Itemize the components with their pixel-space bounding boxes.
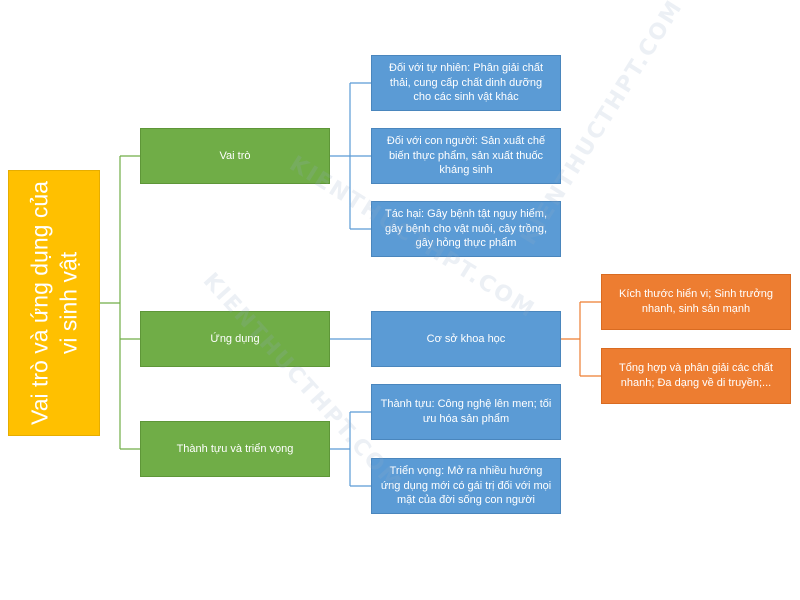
basis-item-synthesis: Tổng hợp và phân giải các chất nhanh; Đa… [601, 348, 791, 404]
root-connectors [100, 155, 140, 450]
detail-prospect: Triển vọng: Mở ra nhiều hướng ứng dụng m… [371, 458, 561, 514]
branch-application: Ứng dụng [140, 311, 330, 367]
detail-human: Đối với con người: Sản xuất chế biến thự… [371, 128, 561, 184]
detail-nature: Đối với tự nhiên: Phân giải chất thải, c… [371, 55, 561, 111]
root-label: Vai trò và ứng dụng của vi sinh vật [26, 181, 81, 425]
basis-connectors [561, 301, 601, 377]
detail-achievement: Thành tựu: Công nghệ lên men; tối ưu hóa… [371, 384, 561, 440]
detail-scientific-basis: Cơ sở khoa học [371, 311, 561, 367]
root-node: Vai trò và ứng dụng của vi sinh vật [8, 170, 100, 436]
branch-connectors [330, 82, 371, 487]
detail-harm: Tác hại: Gây bệnh tật nguy hiểm, gây bện… [371, 201, 561, 257]
basis-item-size: Kích thước hiển vi; Sinh trưởng nhanh, s… [601, 274, 791, 330]
branch-achievements: Thành tựu và triển vọng [140, 421, 330, 477]
branch-role: Vai trò [140, 128, 330, 184]
